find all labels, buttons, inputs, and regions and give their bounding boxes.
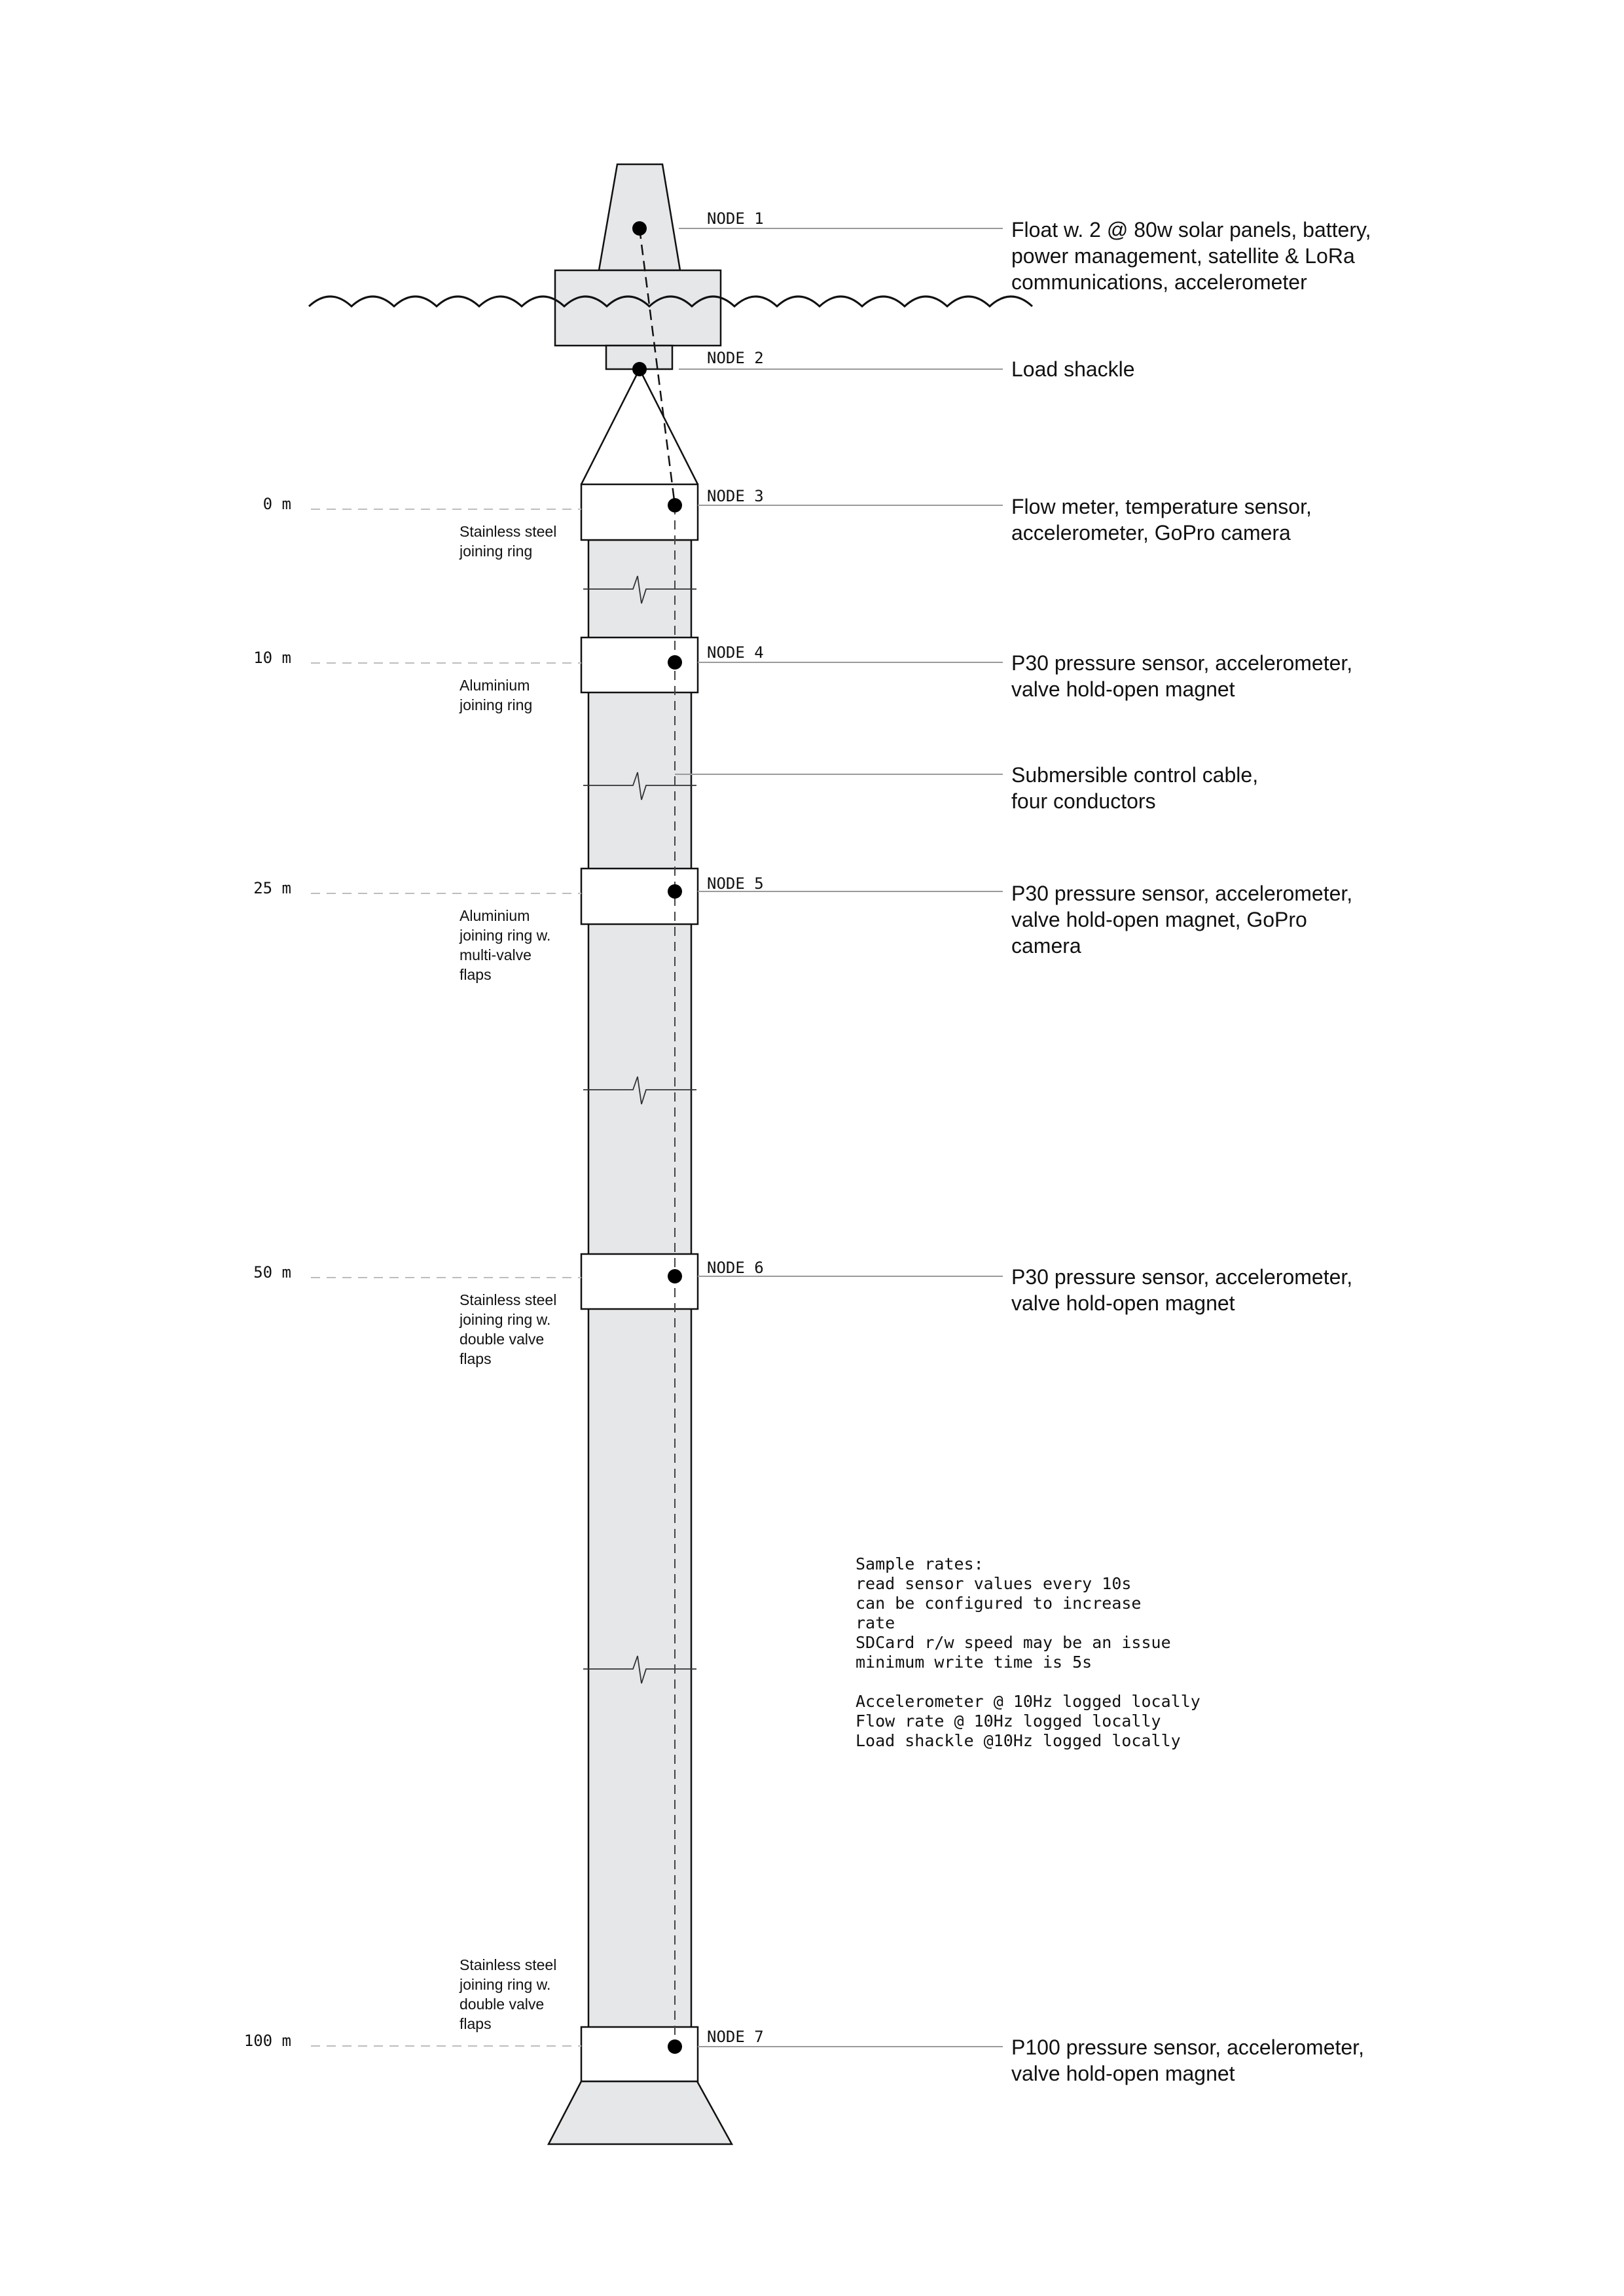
joining-ring-node-6 xyxy=(580,1253,699,1310)
node-1-label: NODE 1 xyxy=(707,209,764,228)
ring-label-node-6: Stainless steel joining ring w. double v… xyxy=(459,1291,561,1367)
cable-description: Submersible control cable, four conducto… xyxy=(1011,763,1264,813)
joining-ring-node-3 xyxy=(580,483,699,541)
break-symbol xyxy=(583,1655,696,1684)
node-7-marker xyxy=(668,2039,682,2054)
pipe-break-symbols xyxy=(583,575,696,1684)
node-3-marker xyxy=(668,498,682,512)
depth-label-0: 0 m xyxy=(263,495,291,513)
bottom-weight xyxy=(547,2080,734,2145)
node-labels: NODE 1 NODE 2 NODE 3 NODE 4 NODE 5 NODE … xyxy=(707,209,764,2046)
node-4-label: NODE 4 xyxy=(707,643,764,662)
node-markers xyxy=(632,221,682,2054)
node-2-marker xyxy=(632,362,647,376)
sea-surface-waves xyxy=(308,295,1034,308)
bridle-right xyxy=(638,368,699,485)
node-1-description: Float w. 2 @ 80w solar panels, battery, … xyxy=(1011,218,1377,294)
node-7-description: P100 pressure sensor, accelerometer, val… xyxy=(1011,2036,1370,2085)
node-5-description: P30 pressure sensor, accelerometer, valv… xyxy=(1011,882,1358,958)
break-symbol xyxy=(583,1076,696,1105)
depth-label-25: 25 m xyxy=(253,879,291,897)
float-assembly xyxy=(308,163,1034,485)
joining-ring-node-7 xyxy=(580,2026,699,2083)
float-mast xyxy=(598,163,681,272)
node-5-label: NODE 5 xyxy=(707,874,764,893)
node-7-label: NODE 7 xyxy=(707,2028,764,2046)
node-2-label: NODE 2 xyxy=(707,349,764,367)
sample-rates-notes: Sample rates: read sensor values every 1… xyxy=(856,1554,1210,1750)
node-1-marker xyxy=(632,221,647,236)
break-symbol xyxy=(583,575,696,604)
node-3-label: NODE 3 xyxy=(707,487,764,505)
node-6-description: P30 pressure sensor, accelerometer, valv… xyxy=(1011,1265,1358,1315)
ring-label-node-4: Aluminium joining ring xyxy=(459,677,534,713)
break-symbol xyxy=(583,772,696,800)
bridle-left xyxy=(580,368,641,485)
ring-labels: Stainless steel joining ring Aluminium j… xyxy=(459,523,561,2032)
depth-label-50: 50 m xyxy=(253,1263,291,1282)
node-descriptions: Float w. 2 @ 80w solar panels, battery, … xyxy=(1011,218,1377,2085)
depth-label-100: 100 m xyxy=(244,2032,291,2050)
joining-ring-node-5 xyxy=(580,867,699,925)
depth-label-10: 10 m xyxy=(253,649,291,667)
ring-label-node-5: Aluminium joining ring w. multi-valve fl… xyxy=(459,907,555,983)
node-3-description: Flow meter, temperature sensor, accelero… xyxy=(1011,495,1318,545)
node-4-marker xyxy=(668,655,682,670)
ring-label-node-3: Stainless steel joining ring xyxy=(459,523,561,560)
leader-lines xyxy=(675,228,1003,2047)
ring-label-node-7: Stainless steel joining ring w. double v… xyxy=(459,1956,561,2032)
node-6-label: NODE 6 xyxy=(707,1259,764,1277)
node-5-marker xyxy=(668,884,682,899)
depth-markers: 0 m 10 m 25 m 50 m 100 m xyxy=(244,495,581,2050)
node-2-description: Load shackle xyxy=(1011,357,1135,381)
joining-rings xyxy=(580,483,699,2083)
node-6-marker xyxy=(668,1269,682,1283)
node-4-description: P30 pressure sensor, accelerometer, valv… xyxy=(1011,651,1358,701)
float-body xyxy=(554,269,722,347)
cable-upper-segment xyxy=(638,228,676,506)
